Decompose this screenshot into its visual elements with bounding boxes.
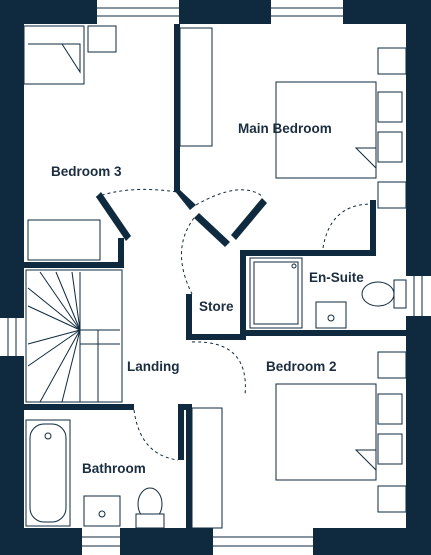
label-main-bedroom: Main Bedroom [238, 121, 332, 136]
label-bedroom2: Bedroom 2 [266, 359, 337, 374]
bed-bedroom2 [275, 351, 407, 513]
toilet-en-suite [361, 279, 407, 309]
bath-bathroom [25, 419, 71, 527]
label-en-suite: En-Suite [309, 270, 364, 285]
basin-en-suite [315, 301, 347, 329]
shower-en-suite [249, 257, 303, 329]
interior-walls [24, 24, 406, 529]
furniture [23, 25, 407, 529]
doors [95, 188, 371, 461]
bedside-table [87, 25, 117, 53]
staircase [27, 271, 120, 403]
room-labels: Bedroom 3 Main Bedroom En-Suite Store La… [51, 121, 364, 476]
label-landing: Landing [127, 359, 180, 374]
basin-bathroom [83, 495, 121, 527]
bed-bedroom3 [23, 25, 85, 85]
label-bedroom3: Bedroom 3 [51, 164, 122, 179]
label-bathroom: Bathroom [82, 461, 146, 476]
label-store: Store [199, 299, 234, 314]
toilet-bathroom [135, 487, 165, 529]
bed-main-bedroom [275, 47, 407, 209]
